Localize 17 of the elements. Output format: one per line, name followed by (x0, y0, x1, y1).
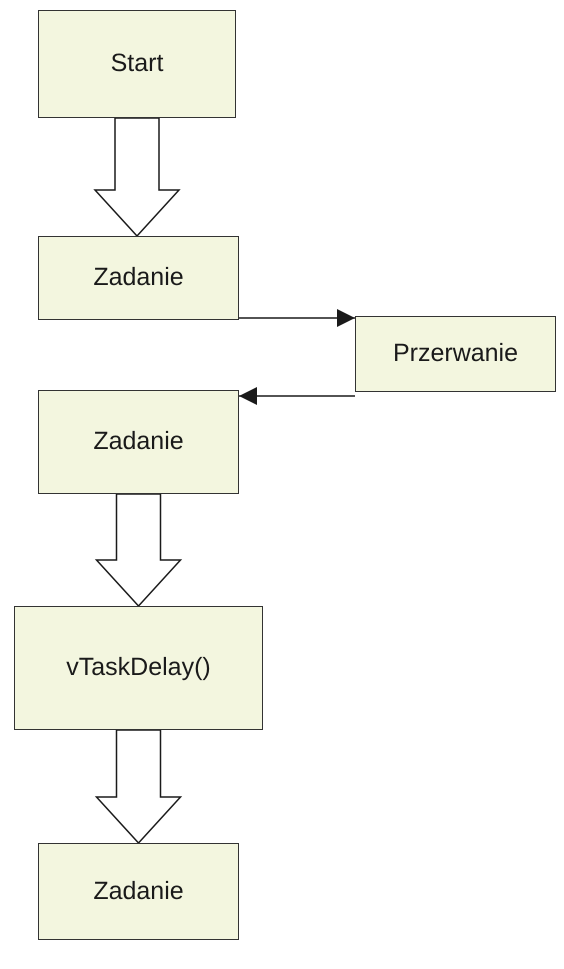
box-label: Zadanie (93, 426, 184, 458)
arrow (239, 309, 355, 327)
block-arrow (94, 729, 182, 844)
box-label: Zadanie (93, 876, 184, 907)
block-arrow (94, 493, 182, 608)
arrow (239, 387, 355, 405)
process-box (38, 390, 239, 494)
box-label: vTaskDelay() (66, 652, 211, 684)
process-box (38, 843, 239, 940)
process-box (355, 316, 556, 392)
box-label: Zadanie (93, 262, 184, 294)
box-label: Przerwanie (392, 338, 518, 370)
process-box (14, 606, 263, 730)
block-arrow (93, 117, 181, 238)
process-box (38, 10, 236, 118)
process-box (38, 236, 239, 320)
box-label: Start (110, 48, 164, 80)
